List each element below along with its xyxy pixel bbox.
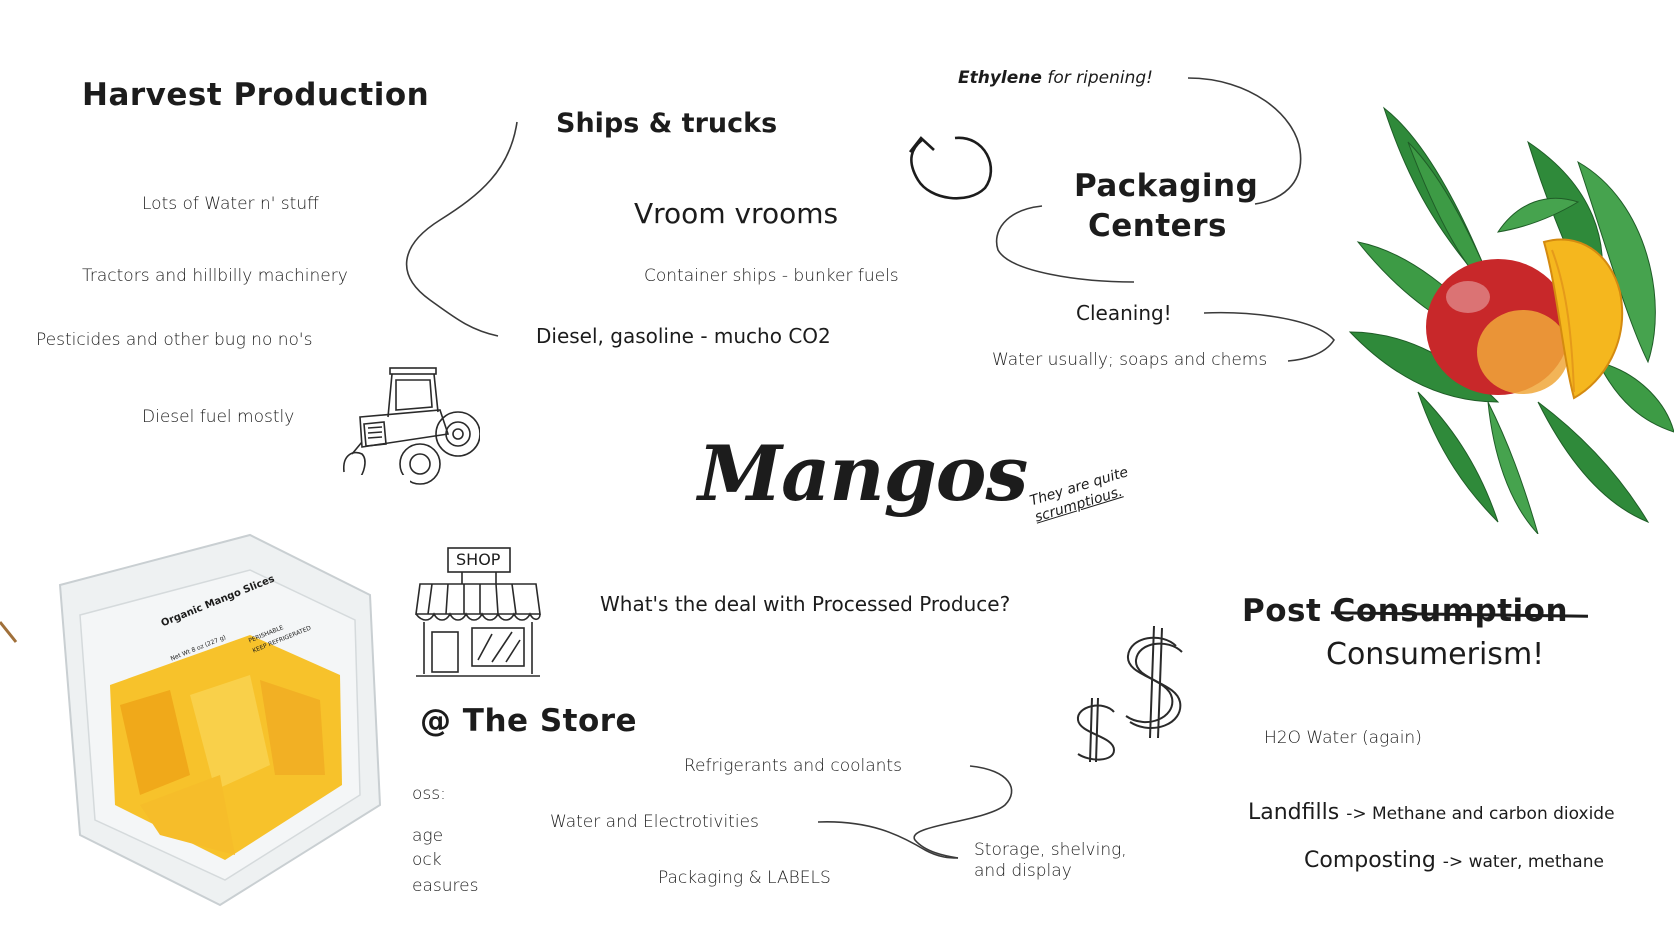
store-cutoff-text: oss: [412, 786, 446, 803]
ships-subheading: Vroom vrooms [634, 200, 838, 228]
mango-package-photo: Organic Mango Slices Net Wt 8 oz (227 g)… [20, 475, 410, 932]
store-item: Refrigerants and coolants [684, 758, 902, 775]
post-heading: Post Consumption [1242, 596, 1568, 627]
landfills-row: Landfills -> Methane and carbon dioxide [1248, 802, 1615, 824]
harvest-item: Lots of Water n' stuff [142, 196, 319, 213]
composting-label: Composting [1304, 848, 1436, 873]
post-heading-struck: Consumption [1333, 596, 1568, 627]
ships-item: Container ships - bunker fuels [644, 268, 899, 285]
central-question: What's the deal with Processed Produce? [600, 594, 1010, 614]
post-heading-line2: Consumerism! [1326, 640, 1544, 670]
storage-note: Storage, shelving, and display [974, 840, 1127, 883]
page-title: Mangos [698, 436, 1027, 512]
mango-illustration [1348, 102, 1674, 534]
store-cutoff-text: easures [412, 878, 478, 895]
harvest-item: Diesel fuel mostly [142, 409, 294, 426]
ethylene-term: Ethylene [958, 68, 1042, 88]
store-cutoff-text: ock [412, 852, 442, 869]
packaging-heading-line1: Packaging [1074, 171, 1258, 202]
composting-row: Composting -> water, methane [1304, 850, 1604, 872]
refresh-icon [910, 138, 991, 198]
packaging-heading-line2: Centers [1088, 211, 1227, 242]
composting-detail: -> water, methane [1443, 852, 1604, 872]
store-item: Water and Electrotivities [550, 814, 759, 831]
harvest-heading: Harvest Production [82, 80, 429, 111]
harvest-to-ships-connector [407, 122, 517, 336]
store-cutoff-text: age [412, 828, 443, 845]
post-item: H2O Water (again) [1264, 730, 1422, 747]
landfills-label: Landfills [1248, 800, 1339, 825]
store-heading: @ The Store [420, 706, 637, 737]
cleaning-detail: Water usually; soaps and chems [992, 352, 1267, 369]
store-item: Packaging & LABELS [658, 870, 831, 887]
landfills-detail: -> Methane and carbon dioxide [1346, 804, 1614, 824]
shop-sign: SHOP [456, 552, 500, 568]
ethylene-detail: for ripening! [1047, 68, 1153, 88]
storage-line-1: Storage, shelving, [974, 840, 1127, 861]
storage-line-2: and display [974, 861, 1127, 882]
stick-icon [0, 620, 18, 646]
dollar-signs-icon [1064, 626, 1204, 762]
tractor-icon [340, 362, 480, 492]
mango-package-image [20, 475, 410, 932]
ships-heading: Ships & trucks [556, 110, 777, 137]
harvest-item: Tractors and hillbilly machinery [82, 268, 348, 285]
harvest-item: Pesticides and other bug no no's [36, 332, 312, 349]
ships-item: Diesel, gasoline - mucho CO2 [536, 326, 831, 346]
ethylene-note: Ethylene for ripening! [958, 70, 1153, 87]
post-heading-word: Post [1242, 593, 1321, 629]
cleaning-label: Cleaning! [1076, 303, 1172, 323]
